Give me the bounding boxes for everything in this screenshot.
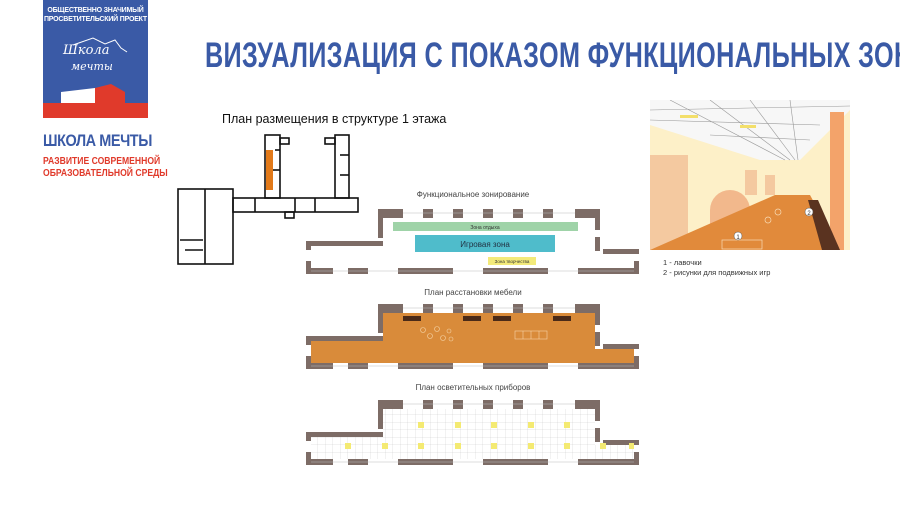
project-logo: ОБЩЕСТВЕННО ЗНАЧИМЫЙ ПРОСВЕТИТЕЛЬСКИЙ ПР… xyxy=(43,0,148,118)
brand-name: ШКОЛА МЕЧТЫ xyxy=(43,131,152,150)
svg-text:1: 1 xyxy=(736,235,740,241)
floor-plan-caption: План размещения в структуре 1 этажа xyxy=(222,112,447,126)
logo-script-2: мечты xyxy=(71,60,113,73)
marker-2: 2 xyxy=(804,207,814,217)
highlighted-corridor xyxy=(266,150,273,190)
render-legend: 1 - лавочки 2 - рисунки для подвижных иг… xyxy=(663,258,770,278)
bench xyxy=(493,316,511,321)
functional-zoning-plan: Зона отдыха Игровая зона Зона творчества xyxy=(305,209,640,275)
play-zone xyxy=(415,235,555,252)
bench xyxy=(403,316,421,321)
brand-sub-1: РАЗВИТИЕ СОВРЕМЕННОЙ xyxy=(43,155,161,167)
page-title: ВИЗУАЛИЗАЦИЯ С ПОКАЗОМ ФУНКЦИОНАЛЬНЫХ ЗО… xyxy=(205,36,900,75)
furniture-plan xyxy=(305,304,640,370)
svg-text:2: 2 xyxy=(807,211,811,217)
brand-sub-2: ОБРАЗОВАТЕЛЬНОЙ СРЕДЫ xyxy=(43,167,168,179)
floor-structure-plan xyxy=(177,134,359,265)
corridor-visualization: 1 2 xyxy=(650,100,850,250)
creative-zone-label: Зона творчества xyxy=(495,259,530,264)
lighting-plan xyxy=(305,400,640,466)
game-drawings xyxy=(420,326,548,342)
light-fixtures xyxy=(345,422,634,449)
logo-script-1: Школа xyxy=(63,43,110,58)
bench xyxy=(463,316,481,321)
legend-item-2: 2 - рисунки для подвижных игр xyxy=(663,268,771,277)
brand-block: ШКОЛА МЕЧТЫ РАЗВИТИЕ СОВРЕМЕННОЙ ОБРАЗОВ… xyxy=(43,131,168,180)
logo-building-icon xyxy=(43,37,148,118)
functional-caption: Функциональное зонирование xyxy=(416,190,530,199)
logo-top-text: ОБЩЕСТВЕННО ЗНАЧИМЫЙ ПРОСВЕТИТЕЛЬСКИЙ ПР… xyxy=(43,7,148,23)
play-zone-label: Игровая зона xyxy=(460,240,510,249)
rest-zone xyxy=(393,222,578,231)
rest-zone-label: Зона отдыха xyxy=(470,225,499,231)
creative-zone xyxy=(488,257,536,265)
furniture-caption: План расстановки мебели xyxy=(424,288,522,297)
marker-1: 1 xyxy=(733,231,743,241)
lighting-caption: План осветительных приборов xyxy=(415,383,531,392)
legend-item-1: 1 - лавочки xyxy=(663,258,702,267)
bench xyxy=(553,316,571,321)
